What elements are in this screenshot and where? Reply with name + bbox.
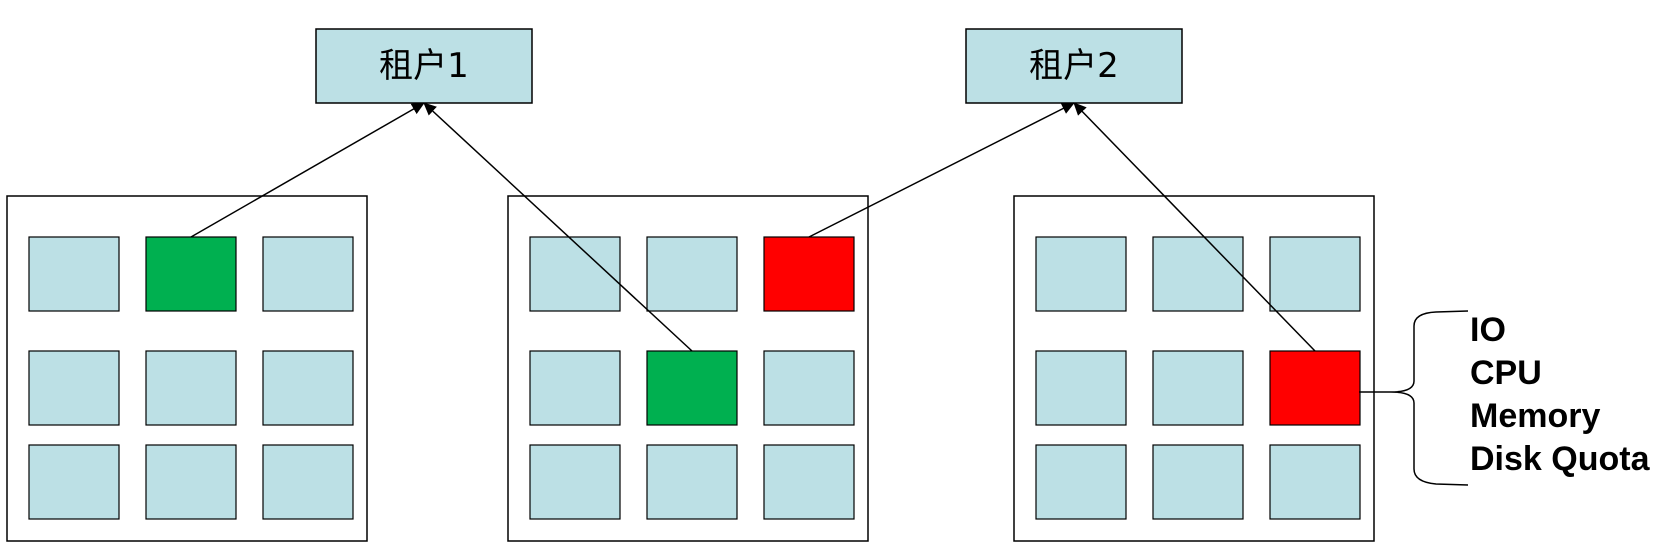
host-2-cell-r2c3 [763,350,855,426]
host-2-cell-r1c3-tenant2 [763,236,855,312]
host-3-cell-r1c3 [1269,236,1361,312]
host-1-cell-r1c3 [262,236,354,312]
host-1-cell-r1c2-tenant1 [145,236,237,312]
host-3-cell-r1c1 [1035,236,1127,312]
host-2-cell-r3c2 [646,444,738,520]
host-1-cell-r1c1 [28,236,120,312]
arrow-host-3-to-tenant-2 [1073,102,1316,352]
resource-memory: Memory [1470,397,1600,435]
tenant-2-node: 租户2 [965,28,1183,104]
resource-cpu: CPU [1470,354,1542,392]
host-2-cell-r1c1 [529,236,621,312]
host-3-cell-r2c3-tenant2 [1269,350,1361,426]
host-1-cell-r3c3 [262,444,354,520]
cells-layer [28,236,1361,520]
resource-io: IO [1470,311,1506,349]
host-1-cell-r3c1 [28,444,120,520]
resource-disk-quota: Disk Quota [1470,440,1651,478]
host-1-cell-r2c3 [262,350,354,426]
arrows-layer [190,102,1316,352]
host-3-cell-r3c2 [1152,444,1244,520]
host-3-cell-r2c2 [1152,350,1244,426]
arrow-host-2-to-tenant-2 [808,102,1075,238]
arrow-host-2-to-tenant-1 [423,102,693,352]
tenant-1-label: 租户1 [379,46,469,86]
resource-brace [1359,310,1469,486]
host-2-cell-r2c1 [529,350,621,426]
host-2-cell-r2c2-tenant1 [646,350,738,426]
tenant-1-node: 租户1 [315,28,533,104]
host-3-cell-r3c1 [1035,444,1127,520]
host-2-cell-r3c3 [763,444,855,520]
host-2-cell-r3c1 [529,444,621,520]
tenant-2-box [965,28,1183,104]
host-1-cell-r2c1 [28,350,120,426]
arrow-host-1-to-tenant-1 [190,102,425,238]
host-3-cell-r1c2 [1152,236,1244,312]
tenant-2-label: 租户2 [1029,46,1119,86]
host-3-cell-r3c3 [1269,444,1361,520]
resource-list: IO CPU Memory Disk Quota [1470,311,1651,478]
host-1-cell-r3c2 [145,444,237,520]
host-3-cell-r2c1 [1035,350,1127,426]
tenant-1-box [315,28,533,104]
host-2-cell-r1c2 [646,236,738,312]
host-1-cell-r2c2 [145,350,237,426]
